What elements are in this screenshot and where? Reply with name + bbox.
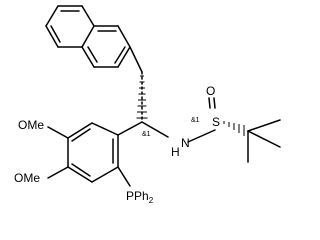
ome-lower-bond <box>47 166 69 179</box>
stereo-label-carbon: &1 <box>142 131 151 138</box>
pph2-label: PPh2 <box>126 189 154 205</box>
naphthalene-right-ring <box>81 25 131 68</box>
stereo-label-sulfur: &1 <box>191 117 200 124</box>
stereocenter-to-aryl-bond <box>117 121 143 136</box>
stereocenter-to-n-bond <box>141 121 169 138</box>
sulfur-label: S <box>212 115 220 129</box>
pph2-bond <box>117 166 131 187</box>
hashed-wedge-bond <box>136 71 148 123</box>
n-to-s-bond <box>187 129 216 143</box>
ome-upper-bond <box>47 126 69 139</box>
s-o-double-bond <box>208 97 216 109</box>
naphthyl-to-ring-link <box>129 46 143 73</box>
naphthalene-left-ring <box>45 5 95 48</box>
s-tbutyl-hashed-wedge <box>223 121 245 136</box>
oxygen-label: O <box>206 84 215 98</box>
chemical-structure-diagram: OMe OMe PPh2 N H S O &1 &1 <box>14 5 281 205</box>
tert-butyl-group <box>247 119 281 163</box>
dimethoxy-benzene-ring <box>67 122 119 183</box>
ome-lower-label: OMe <box>14 171 40 185</box>
hydrogen-label: H <box>171 145 180 159</box>
ome-upper-label: OMe <box>18 118 44 132</box>
nitrogen-label: N <box>181 136 190 150</box>
